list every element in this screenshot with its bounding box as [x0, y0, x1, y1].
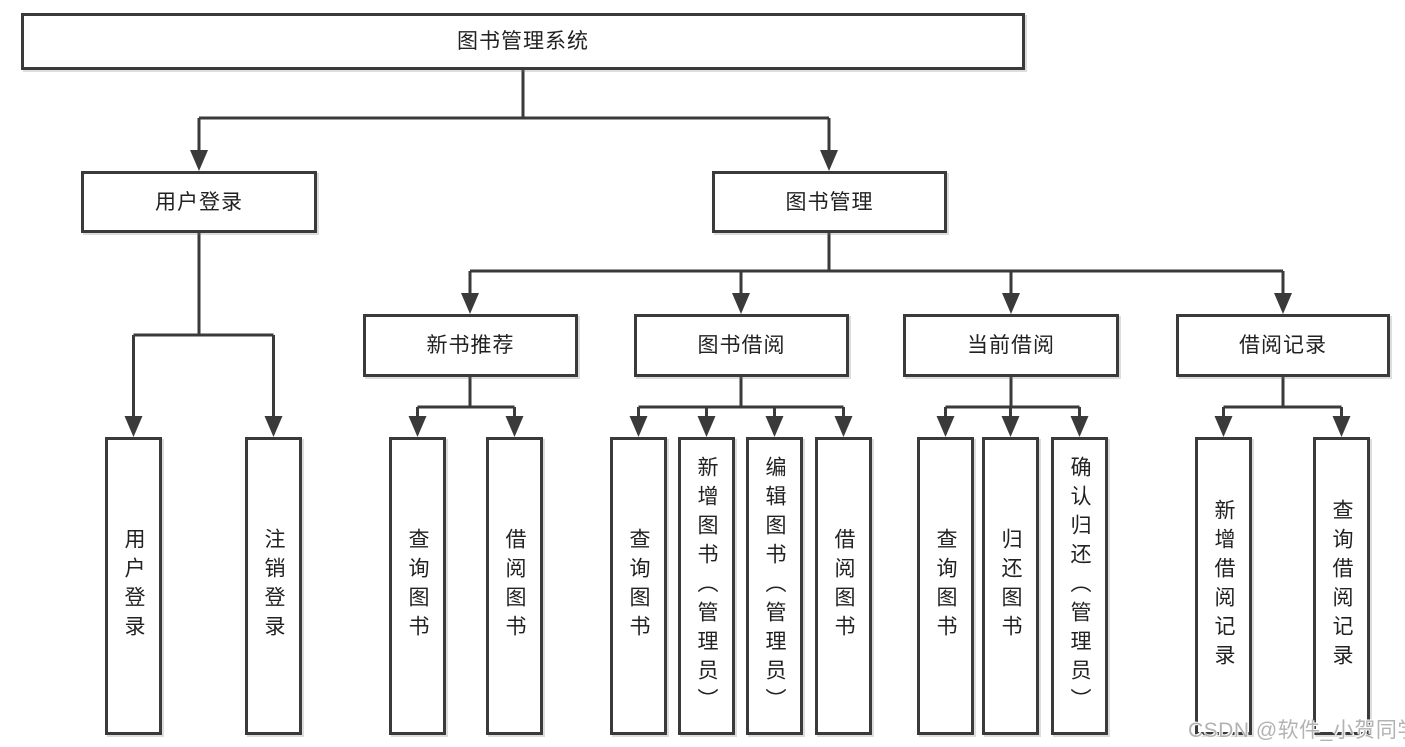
node-leaf-rec-query-book-label: 查询图书: [406, 528, 429, 644]
node-leaf-bb-borrow-book-label: 借阅图书: [832, 528, 855, 644]
node-root: 图书管理系统: [21, 13, 1025, 70]
node-book-borrow-label: 图书借阅: [697, 334, 786, 357]
node-leaf-br-add-record-label: 新增借阅记录: [1212, 499, 1235, 673]
node-root-label: 图书管理系统: [457, 30, 589, 53]
arrow-down-icon: [732, 293, 750, 314]
arrow-down-icon: [834, 416, 853, 437]
node-leaf-rec-borrow-book: 借阅图书: [486, 437, 543, 735]
connector-current-borrow-to-leaves: [936, 377, 1089, 437]
node-leaf-bb-edit-book: 编辑图书（管理员）: [746, 437, 803, 735]
arrow-down-icon: [697, 416, 716, 437]
arrow-down-icon: [820, 150, 838, 171]
arrow-down-icon: [1214, 416, 1233, 437]
node-leaf-br-add-record: 新增借阅记录: [1195, 437, 1252, 735]
node-borrow-records: 借阅记录: [1176, 314, 1390, 377]
node-current-borrow-label: 当前借阅: [967, 334, 1055, 357]
arrow-down-icon: [408, 416, 427, 437]
connector-book-borrow-to-leaves: [629, 377, 853, 437]
node-book-mgmt-label: 图书管理: [785, 190, 874, 214]
connector-borrow-records-to-leaves: [1214, 377, 1351, 437]
node-leaf-br-query-record-label: 查询借阅记录: [1330, 499, 1353, 673]
node-leaf-rec-query-book: 查询图书: [389, 437, 446, 735]
connector-book-mgmt-to-level3: [461, 233, 1292, 314]
connector-root-to-level2: [190, 70, 838, 171]
node-leaf-cb-query-book: 查询图书: [917, 437, 974, 735]
arrow-down-icon: [124, 416, 143, 437]
arrow-down-icon: [1274, 293, 1292, 314]
arrow-down-icon: [1070, 416, 1089, 437]
node-leaf-cb-confirm-return: 确认归还（管理员）: [1051, 437, 1108, 735]
node-new-book-rec: 新书推荐: [363, 314, 578, 377]
arrow-down-icon: [629, 416, 648, 437]
node-current-borrow: 当前借阅: [903, 314, 1119, 377]
node-book-borrow: 图书借阅: [634, 314, 849, 377]
node-leaf-logout-label: 注销登录: [262, 528, 285, 644]
node-book-mgmt: 图书管理: [712, 171, 947, 233]
node-leaf-bb-borrow-book: 借阅图书: [815, 437, 872, 735]
arrow-down-icon: [461, 293, 479, 314]
node-leaf-br-query-record: 查询借阅记录: [1313, 437, 1370, 735]
csdn-watermark: CSDN @软件_小贺同学: [1188, 719, 1405, 742]
arrow-down-icon: [264, 416, 283, 437]
node-leaf-bb-add-book-label: 新增图书（管理员）: [695, 455, 718, 717]
node-leaf-cb-return-book-label: 归还图书: [999, 528, 1022, 644]
arrow-down-icon: [765, 416, 784, 437]
node-leaf-cb-query-book-label: 查询图书: [934, 528, 957, 644]
arrow-down-icon: [1332, 416, 1351, 437]
node-leaf-user-login-label: 用户登录: [122, 528, 145, 644]
arrow-down-icon: [1001, 416, 1020, 437]
node-leaf-bb-add-book: 新增图书（管理员）: [678, 437, 735, 735]
arrow-down-icon: [505, 416, 524, 437]
node-leaf-rec-borrow-book-label: 借阅图书: [503, 528, 526, 644]
node-leaf-bb-query-book-label: 查询图书: [627, 528, 650, 644]
connector-user-login-to-leaves: [124, 233, 283, 437]
node-user-login-label: 用户登录: [155, 190, 243, 214]
node-leaf-logout: 注销登录: [245, 437, 302, 735]
node-new-book-rec-label: 新书推荐: [426, 334, 515, 357]
node-leaf-cb-return-book: 归还图书: [982, 437, 1039, 735]
node-user-login: 用户登录: [81, 171, 317, 233]
node-leaf-bb-edit-book-label: 编辑图书（管理员）: [763, 455, 786, 717]
connector-new-book-rec-to-leaves: [408, 377, 524, 437]
node-leaf-user-login: 用户登录: [105, 437, 162, 735]
arrow-down-icon: [1002, 293, 1020, 314]
arrow-down-icon: [936, 416, 955, 437]
node-leaf-cb-confirm-return-label: 确认归还（管理员）: [1068, 455, 1091, 717]
node-borrow-records-label: 借阅记录: [1239, 334, 1327, 357]
node-leaf-bb-query-book: 查询图书: [610, 437, 667, 735]
arrow-down-icon: [190, 150, 208, 171]
